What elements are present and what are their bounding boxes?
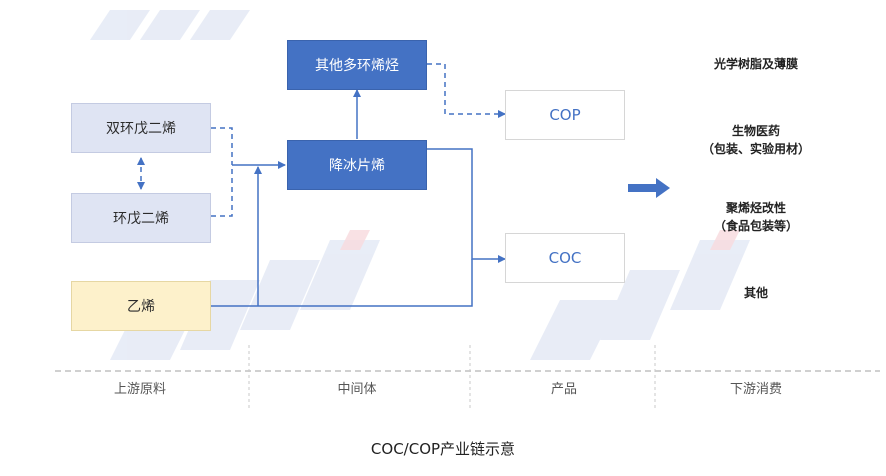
stage-intermediate: 中间体 bbox=[337, 382, 377, 397]
application-polyolefin-line2: （食品包装等） bbox=[713, 219, 798, 233]
application-other-label: 其他 bbox=[743, 286, 768, 300]
raw-ethylene-label: 乙烯 bbox=[127, 299, 155, 315]
big-arrow bbox=[628, 178, 670, 198]
product-cop-label: COP bbox=[549, 106, 581, 124]
figure-caption: COC/COP产业链示意 bbox=[370, 440, 516, 458]
product-coc-label: COC bbox=[548, 249, 582, 267]
intermediate-other-polycyclic-label: 其他多环烯烃 bbox=[315, 58, 399, 74]
raw-dicyclopentadiene: 双环戊二烯 bbox=[71, 103, 211, 153]
application-bio-medical-line2: （包装、实验用材） bbox=[701, 142, 810, 156]
solid-connectors bbox=[211, 89, 506, 307]
intermediate-other-polycyclic: 其他多环烯烃 bbox=[287, 40, 427, 90]
stage-separators bbox=[248, 345, 656, 410]
raw-dicyclopentadiene-label: 双环戊二烯 bbox=[106, 121, 176, 137]
intermediate-norbornene-label: 降冰片烯 bbox=[329, 158, 385, 174]
intermediate-norbornene: 降冰片烯 bbox=[287, 140, 427, 190]
raw-ethylene: 乙烯 bbox=[71, 281, 211, 331]
application-optical: 光学树脂及薄膜 bbox=[676, 55, 836, 73]
stage-upstream: 上游原料 bbox=[113, 382, 166, 397]
application-bio-medical: 生物医药 （包装、实验用材） bbox=[676, 122, 836, 158]
application-bio-medical-line1: 生物医药 bbox=[731, 124, 780, 138]
application-other: 其他 bbox=[676, 284, 836, 302]
application-polyolefin: 聚烯烃改性 （食品包装等） bbox=[676, 199, 836, 235]
raw-cyclopentadiene-label: 环戊二烯 bbox=[113, 211, 169, 227]
product-coc: COC bbox=[505, 233, 625, 283]
stage-downstream: 下游消费 bbox=[729, 382, 782, 397]
dashed-connectors bbox=[137, 63, 506, 217]
application-polyolefin-line1: 聚烯烃改性 bbox=[725, 201, 786, 215]
product-cop: COP bbox=[505, 90, 625, 140]
raw-cyclopentadiene: 环戊二烯 bbox=[71, 193, 211, 243]
application-optical-label: 光学树脂及薄膜 bbox=[713, 57, 798, 71]
stage-product: 产品 bbox=[550, 382, 577, 397]
